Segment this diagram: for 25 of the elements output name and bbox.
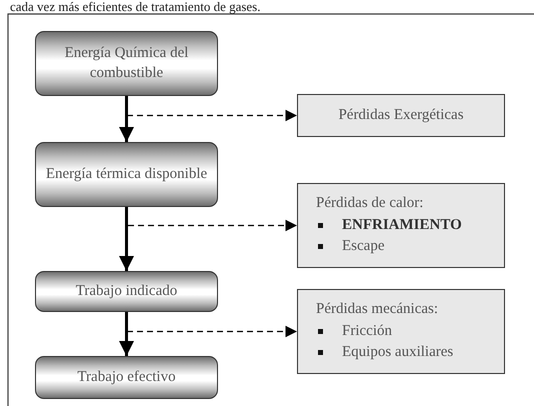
dashed-arrow (126, 96, 297, 122)
list-item: Escape (342, 238, 384, 254)
box-heading: Pérdidas Exergéticas (338, 106, 464, 125)
arrow (119, 207, 134, 271)
process-box (35, 356, 218, 399)
box-label: Trabajo indicado (76, 282, 178, 301)
loss-box (297, 183, 505, 268)
list-item: Equipos auxiliares (342, 344, 454, 360)
process-box (35, 271, 218, 312)
loss-box (297, 289, 505, 374)
box-heading: Pérdidas mecánicas: (316, 300, 438, 319)
box-label: Energía térmica disponible (46, 164, 208, 184)
arrow (119, 96, 134, 142)
body-text: cada vez más eficientes de tratamiento de gases. (10, 0, 260, 15)
box-heading: Pérdidas de calor: (316, 194, 424, 213)
box-label: Trabajo efectivo (77, 368, 176, 387)
process-box (35, 31, 218, 96)
arrow (119, 312, 134, 356)
loss-box (297, 94, 505, 137)
dashed-arrow (126, 312, 297, 338)
dashed-arrow (126, 207, 297, 232)
process-box (35, 142, 218, 207)
box-label: Energía Química del combustible (64, 44, 190, 82)
list-item: Fricción (342, 322, 392, 339)
list-item: ENFRIAMIENTO (342, 216, 462, 233)
